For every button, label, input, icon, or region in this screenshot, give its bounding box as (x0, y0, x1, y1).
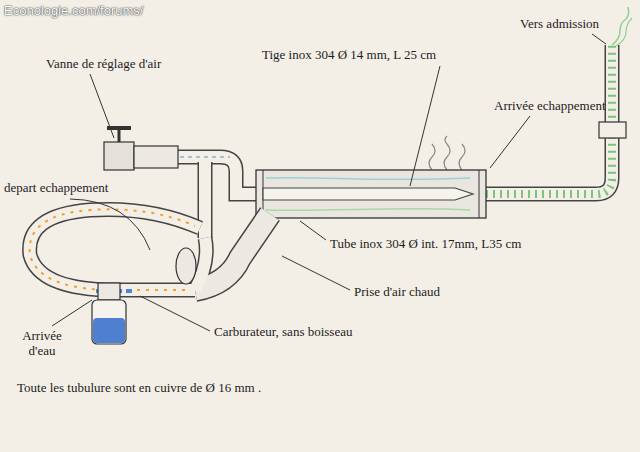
part-label: Carburateur, sans boisseau (214, 324, 352, 339)
pipe-inside (195, 214, 270, 290)
wisp (459, 144, 465, 170)
leader-line (300, 221, 326, 240)
pipe-outline (195, 238, 206, 290)
pipe-clamp (599, 122, 626, 138)
part-label: Arrivée echappement (494, 98, 606, 113)
part-label: Arrivée d'eau (14, 328, 70, 358)
wisp (429, 144, 435, 170)
leader-lines (52, 34, 606, 331)
valve-fitting (134, 146, 178, 168)
pipe-outline (486, 45, 612, 194)
pipe-outline (178, 157, 258, 194)
inner-rod (263, 188, 473, 200)
wisp (444, 136, 450, 170)
watermark: Econologie.com/forums/ (4, 3, 143, 18)
pipe-inside (195, 238, 206, 290)
note: Toute les tubulure sont en cuivre de Ø 1… (17, 380, 261, 395)
gas-wisp (612, 7, 629, 45)
outer-tube (256, 170, 486, 218)
leader-line (410, 66, 440, 186)
leader-line (282, 256, 350, 290)
gas-flow (266, 209, 470, 211)
dimension-label: Tige inox 304 Ø 14 mm, L 25 cm (262, 47, 436, 62)
reactor (256, 170, 486, 218)
leader-line (90, 74, 114, 138)
pipe-outline (195, 214, 270, 290)
exhaust-flow (30, 209, 195, 290)
leader-line (490, 116, 530, 168)
part-label: Prise d'air chaud (354, 284, 440, 299)
gas-flow (486, 45, 612, 194)
leader-line (52, 300, 92, 326)
valve-stem (118, 129, 121, 142)
tube-cap (479, 170, 480, 218)
water-level (93, 318, 125, 343)
part-label: depart echappement (4, 180, 108, 195)
pipe-outline (30, 209, 200, 290)
part-label: Vanne de réglage d'air (46, 56, 161, 71)
intake-pipe (486, 7, 632, 194)
exhaust-loop (30, 209, 270, 291)
leader-line (140, 296, 210, 331)
pipe-inside (486, 45, 612, 194)
carburettor (92, 283, 126, 344)
carburettor-neck (98, 283, 120, 300)
carburettor-bowl (92, 300, 126, 344)
air-flow (180, 156, 230, 158)
pipe-inside (178, 157, 258, 194)
leader-line (592, 34, 606, 44)
pipe-clamp (176, 248, 196, 284)
part-label: Vers admission (520, 16, 599, 31)
gas-wisp (616, 18, 632, 46)
dimension-label: Tube inox 304 Ø int. 17mm, L35 cm (330, 236, 521, 251)
valve-body (104, 142, 134, 170)
gas-flow (266, 178, 470, 180)
pipe-inside (30, 209, 200, 290)
leader-line (70, 199, 150, 250)
exhaust-wisps (429, 136, 465, 170)
